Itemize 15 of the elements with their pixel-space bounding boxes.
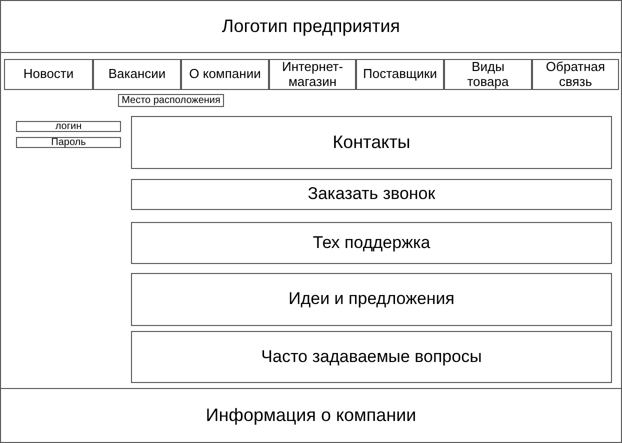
menu-tab: Вакансии	[93, 59, 181, 90]
menu-tab: Виды товара	[444, 59, 532, 90]
menu-tab: Поставщики	[356, 59, 444, 90]
content-block: Тех поддержка	[131, 222, 612, 264]
content-block: Часто задаваемые вопросы	[131, 331, 612, 383]
content-block: Заказать звонок	[131, 179, 612, 210]
menu-tab: Интернет-магазин	[269, 59, 356, 90]
login-field: логин	[16, 121, 121, 132]
menu-tab: Новости	[4, 59, 93, 90]
password-field: Пароль	[16, 137, 121, 148]
menu-tab: О компании	[181, 59, 269, 90]
content-block: Идеи и предложения	[131, 273, 612, 326]
location-label-box: Место расположения	[118, 94, 224, 107]
menu-tab: Обратная связь	[532, 59, 619, 90]
content-block: Контакты	[131, 116, 612, 169]
